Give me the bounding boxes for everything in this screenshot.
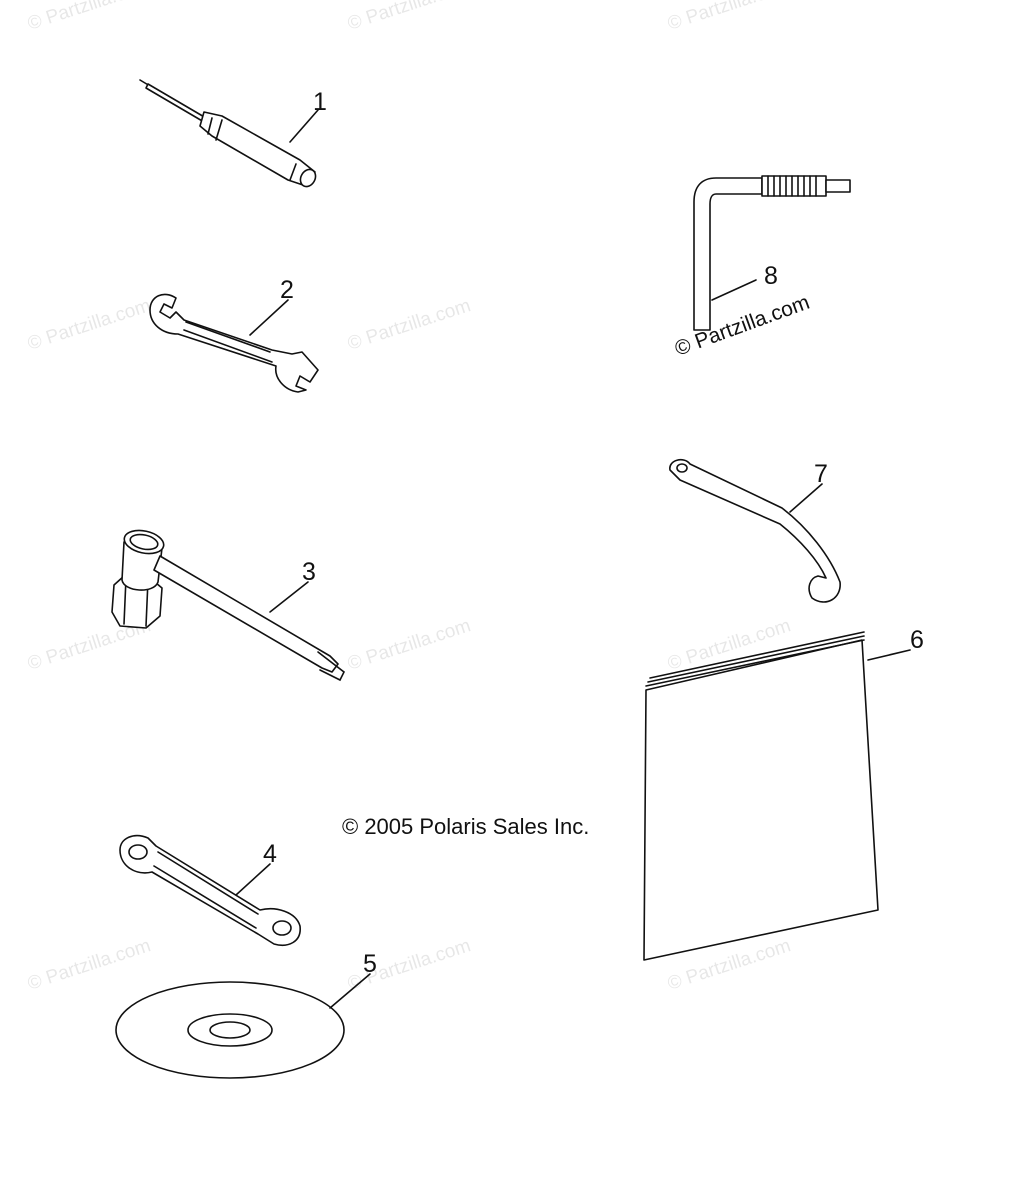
part-l-key-tool: 8 © Partzilla.com [672,175,851,361]
part-box-end-wrench: 4 [119,834,301,946]
part-owners-manual: 6 [643,626,924,961]
callout-6: 6 [910,626,924,654]
watermark: © Partzilla.com [345,615,473,675]
watermark: © Partzilla.com [665,0,793,35]
callout-7: 7 [814,460,828,488]
watermark: © Partzilla.com [345,295,473,355]
callout-8: 8 [764,262,778,290]
callout-2: 2 [280,276,294,304]
part-spanner-wrench: 7 [669,458,841,603]
part-socket-wrench: 3 [111,529,346,682]
callout-1: 1 [313,88,327,116]
watermark: © Partzilla.com [25,295,153,355]
watermark-overlay: © Partzilla.com [672,291,813,361]
part-screwdriver: 1 [139,79,327,188]
watermark: © Partzilla.com [345,0,473,35]
part-disc: 5 [115,950,377,1079]
part-open-end-wrench: 2 [149,276,319,393]
watermark: © Partzilla.com [25,0,153,35]
callout-3: 3 [302,558,316,586]
callout-5: 5 [363,950,377,978]
watermark: © Partzilla.com [25,935,153,995]
copyright-notice: © 2005 Polaris Sales Inc. [342,814,589,839]
callout-4: 4 [263,840,277,868]
